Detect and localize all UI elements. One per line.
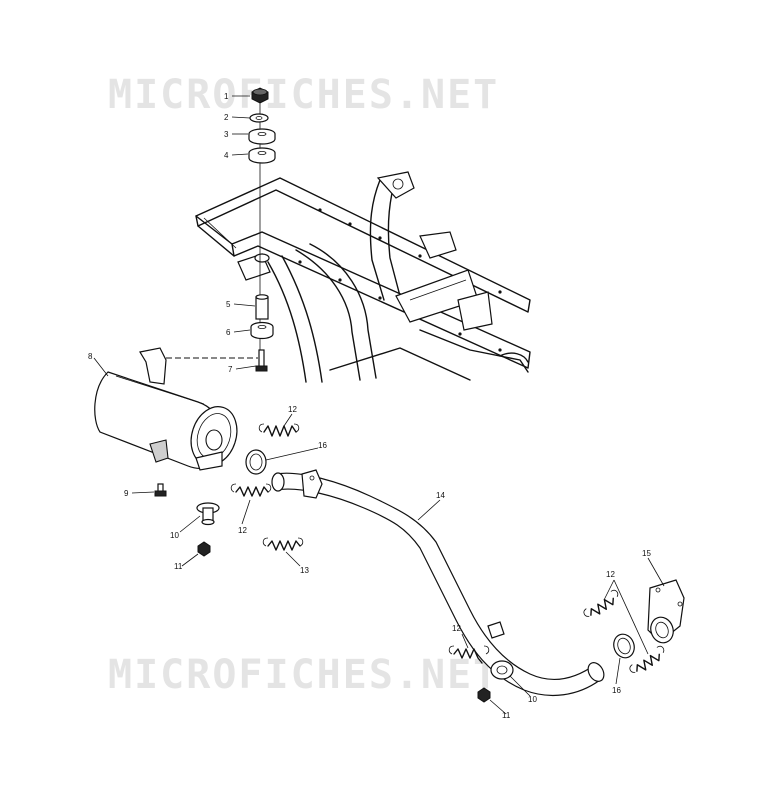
callout-10-left: 10 (170, 531, 179, 540)
grommet-icon (490, 660, 514, 680)
grommet-icon (248, 147, 276, 164)
callout-3: 3 (224, 130, 229, 139)
callout-11-right: 11 (502, 711, 511, 720)
leader-lines (93, 95, 665, 715)
bolt-icon (255, 349, 268, 372)
callout-8: 8 (88, 352, 93, 361)
seal-icon (613, 633, 635, 659)
callout-12-right: 12 (606, 570, 615, 579)
callout-11-left: 11 (174, 562, 183, 571)
callout-14: 14 (436, 491, 445, 500)
grommet-icon (248, 128, 276, 145)
callout-12-bottom: 12 (452, 624, 461, 633)
callout-12-top: 12 (288, 405, 297, 414)
callout-7: 7 (228, 365, 233, 374)
spring-icon (448, 645, 490, 664)
callout-5: 5 (226, 300, 231, 309)
spring-icon (230, 483, 272, 497)
callout-10-right: 10 (528, 695, 537, 704)
spring-icon (629, 645, 665, 673)
spacer-icon (255, 294, 269, 320)
spring-icon (258, 423, 300, 437)
washer-icon (249, 113, 269, 123)
callout-labels: 1 2 3 4 5 6 7 8 9 10 11 12 12 13 16 14 1… (88, 92, 651, 720)
muffler-icon (94, 347, 238, 471)
seal-icon (245, 449, 267, 475)
callout-16-left: 16 (318, 441, 327, 450)
mount-stack (248, 87, 276, 372)
callout-13: 13 (300, 566, 309, 575)
callout-1: 1 (224, 92, 229, 101)
flange-icon (647, 579, 685, 644)
exhaust-pipe-icon (271, 469, 605, 697)
nut-icon (251, 87, 269, 104)
callout-6: 6 (226, 328, 231, 337)
callout-15: 15 (642, 549, 651, 558)
watermark-top: MICROFICHES.NET (108, 72, 499, 118)
spring-icon (262, 537, 304, 551)
nut-icon (197, 541, 211, 557)
frame-icon (195, 171, 531, 383)
callout-2: 2 (224, 113, 229, 122)
grommet-icon (196, 502, 220, 526)
callout-12-mid: 12 (238, 526, 247, 535)
bolt-icon (154, 483, 167, 497)
callout-9: 9 (124, 489, 129, 498)
grommet-icon (250, 321, 274, 340)
watermark-bottom: MICROFICHES.NET (108, 652, 499, 698)
spring-icon (583, 589, 619, 617)
nut-icon (477, 687, 491, 703)
callout-4: 4 (224, 151, 229, 160)
callout-16-right: 16 (612, 686, 621, 695)
